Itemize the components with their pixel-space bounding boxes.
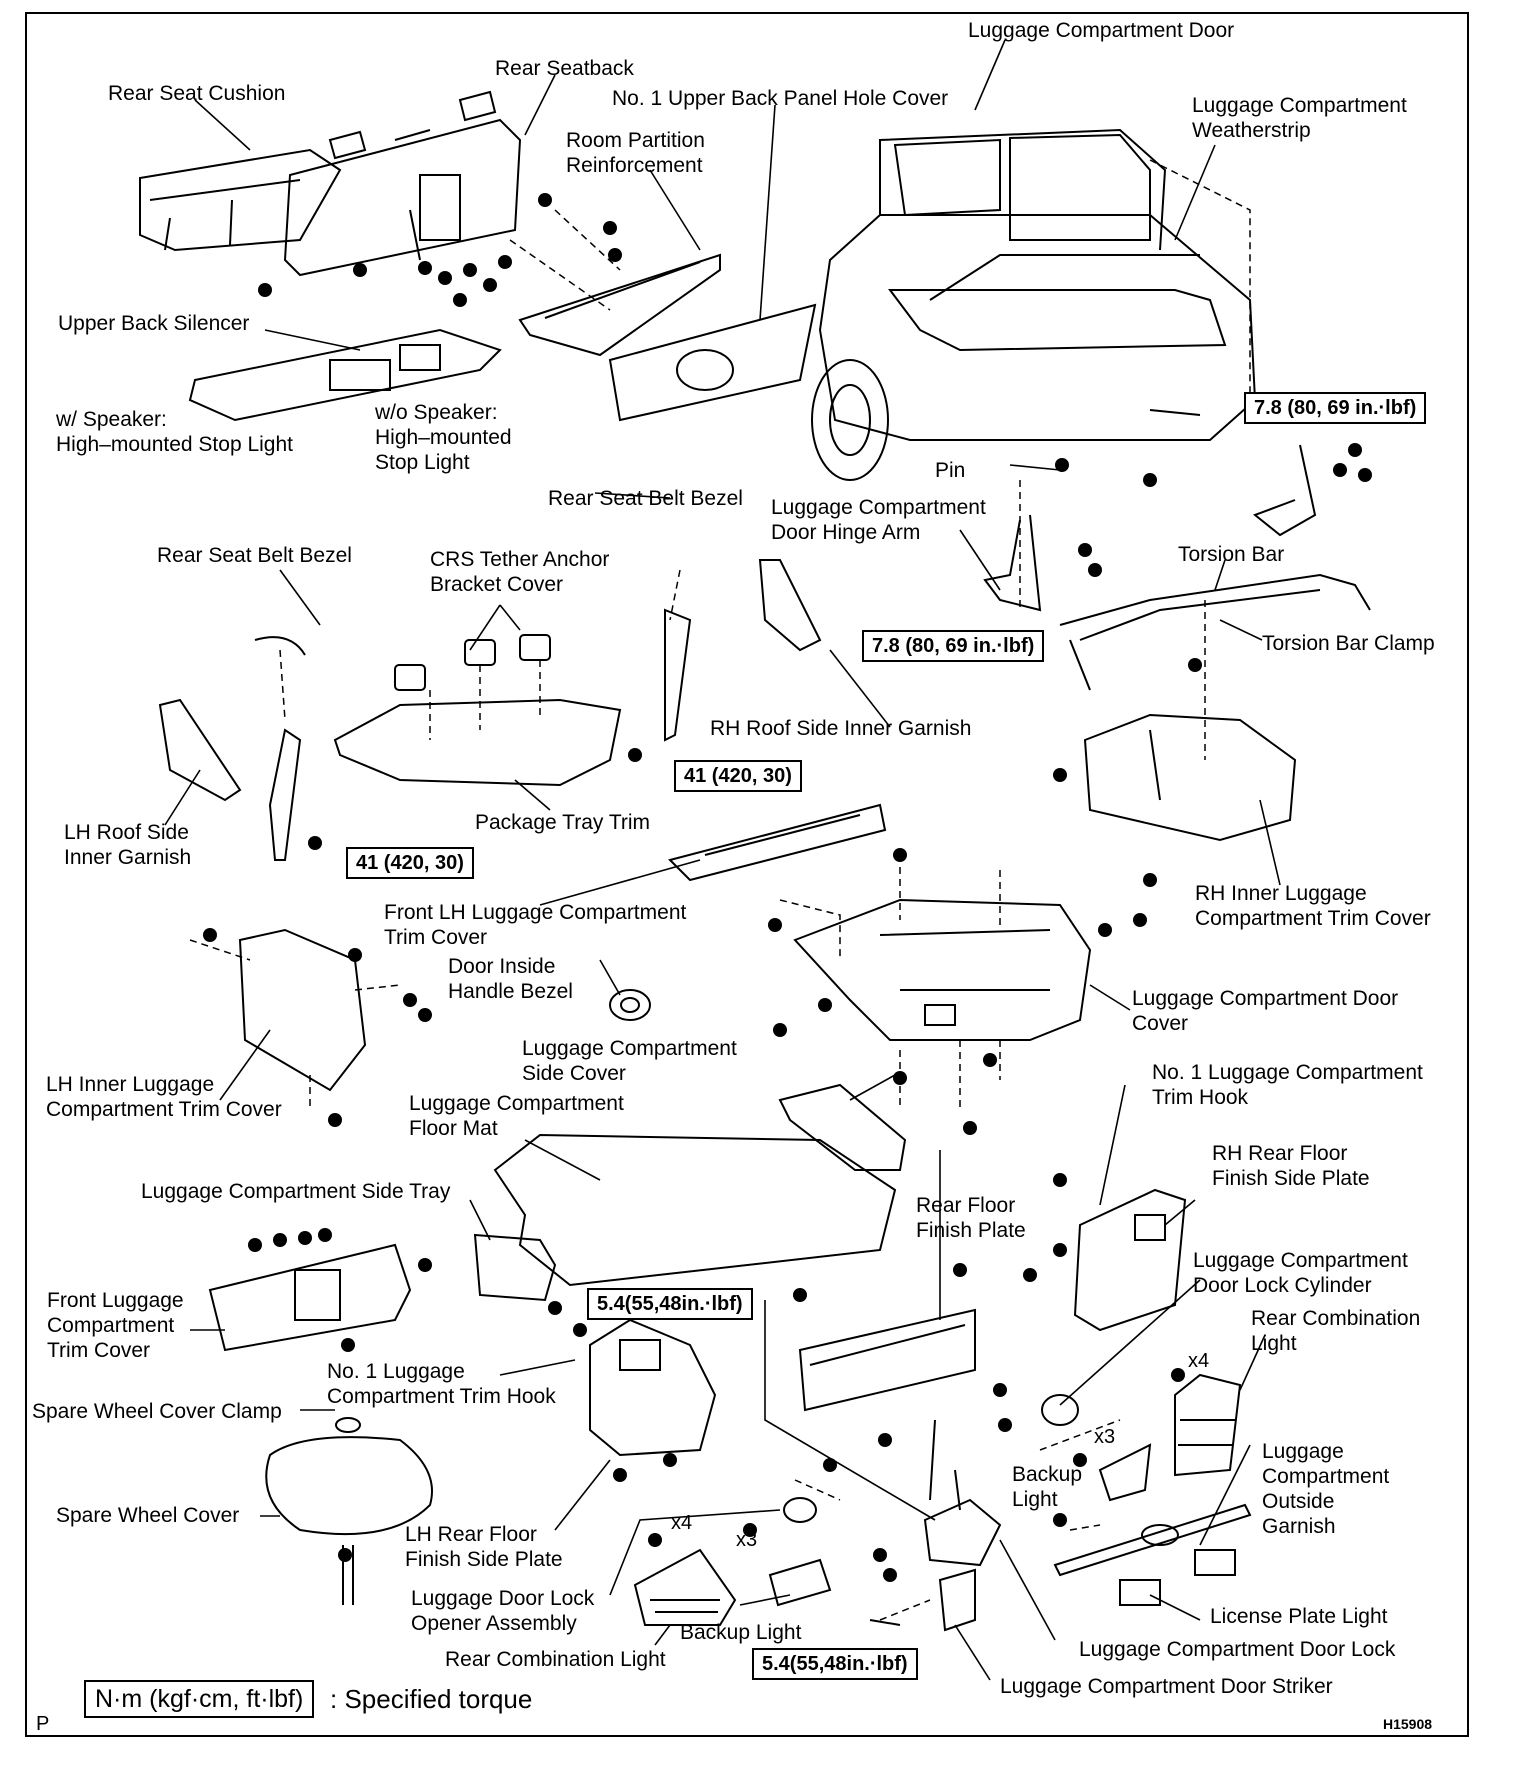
room-partition-drawing — [518, 253, 721, 357]
rear-seat-cushion-drawing — [139, 148, 342, 252]
lh-roof-garnish-drawing — [158, 698, 242, 802]
label-pin: Pin — [935, 459, 966, 482]
label-backup-light-r: Backup Light — [1012, 1463, 1083, 1511]
label-backup-light-l: Backup Light — [680, 1621, 802, 1644]
leader-lines — [164, 39, 1281, 1681]
spare-wheel-cover-drawing — [265, 1417, 433, 1605]
legend-text: : Specified torque — [330, 1684, 533, 1714]
backup-light-l-drawing — [768, 1558, 832, 1607]
door-lock-drawing — [923, 1419, 1002, 1567]
label-opener-assembly: Luggage Door Lock Opener Assembly — [411, 1587, 595, 1635]
label-rh-rear-floor-plate: RH Rear Floor Finish Side Plate — [1212, 1142, 1370, 1190]
multiplier-x3-right: x3 — [1094, 1426, 1116, 1448]
upper-back-silencer-drawing — [188, 328, 502, 422]
label-rh-inner-trim: RH Inner Luggage Compartment Trim Cover — [1195, 882, 1431, 930]
label-upper-back-silencer: Upper Back Silencer — [58, 312, 250, 335]
label-rear-combo-light-l: Rear Combination Light — [445, 1648, 666, 1671]
side-tray-drawing — [473, 1233, 557, 1302]
label-rear-belt-bezel-1: Rear Seat Belt Bezel — [548, 487, 743, 510]
label-rear-floor-plate: Rear Floor Finish Plate — [916, 1194, 1026, 1242]
torque-box-belt-l: 41 (420, 30) — [346, 847, 474, 879]
label-door-lock: Luggage Compartment Door Lock — [1079, 1638, 1396, 1661]
rear-combo-light-l-drawing — [633, 1548, 737, 1626]
side-cover-drawing — [778, 1083, 907, 1171]
label-lh-inner-trim: LH Inner Luggage Compartment Trim Cover — [46, 1073, 282, 1121]
door-striker-drawing — [869, 1568, 976, 1632]
label-hinge-arm: Luggage Compartment Door Hinge Arm — [771, 496, 986, 544]
hole-cover-panel-drawing — [608, 303, 817, 422]
torque-box-belt-r: 41 (420, 30) — [674, 760, 802, 792]
label-floor-mat: Luggage Compartment Floor Mat — [409, 1092, 624, 1140]
label-lh-roof-garnish: LH Roof Side Inner Garnish — [64, 821, 192, 869]
label-rh-roof-garnish: RH Roof Side Inner Garnish — [710, 717, 972, 740]
lock-cylinder-drawing — [1041, 1394, 1079, 1426]
torque-box-top-right: 7.8 (80, 69 in.·lbf) — [1244, 392, 1427, 424]
label-side-cover: Luggage Compartment Side Cover — [522, 1037, 737, 1085]
backup-light-r-drawing — [1098, 1443, 1152, 1502]
label-luggage-door: Luggage Compartment Door — [968, 19, 1235, 42]
label-door-striker: Luggage Compartment Door Striker — [1000, 1675, 1333, 1698]
diagram-frame — [25, 12, 1469, 1737]
rear-floor-plate-drawing — [798, 1308, 976, 1412]
corner-p-mark: P — [36, 1713, 50, 1735]
torsion-bar-drawing — [1059, 573, 1371, 691]
label-rear-seat-cushion: Rear Seat Cushion — [108, 82, 286, 105]
label-trim-hook-rh: No. 1 Luggage Compartment Trim Hook — [1152, 1061, 1423, 1109]
label-side-tray: Luggage Compartment Side Tray — [141, 1180, 451, 1203]
legend-torque-box: N·m (kgf·cm, ft·lbf) — [84, 1680, 315, 1718]
label-crs-cover: CRS Tether Anchor Bracket Cover — [430, 548, 610, 596]
label-spare-cover: Spare Wheel Cover — [56, 1504, 240, 1527]
fastener-icons — [203, 193, 1372, 1582]
label-wo-speaker-stop-light: w/o Speaker: High–mounted Stop Light — [375, 401, 512, 474]
multiplier-x4-right: x4 — [1188, 1350, 1210, 1372]
label-outside-garnish: Luggage Compartment Outside Garnish — [1262, 1440, 1390, 1538]
door-handle-bezel-drawing — [609, 989, 651, 1021]
rh-roof-garnish-drawing — [758, 559, 822, 652]
dashed-alignment-lines — [189, 159, 1251, 1621]
rh-inner-trim-drawing — [1083, 713, 1297, 842]
label-package-tray: Package Tray Trim — [475, 811, 651, 834]
label-trim-hook-lh: No. 1 Luggage Compartment Trim Hook — [327, 1360, 556, 1408]
front-lh-trim-drawing — [668, 803, 887, 882]
label-lock-cylinder: Luggage Compartment Door Lock Cylinder — [1193, 1249, 1408, 1297]
label-lh-rear-floor-plate: LH Rear Floor Finish Side Plate — [405, 1523, 563, 1571]
rear-combo-light-r-drawing — [1174, 1373, 1242, 1477]
torque-box-lock: 5.4(55,48in.·lbf) — [752, 1648, 918, 1680]
lh-inner-trim-drawing — [238, 928, 367, 1092]
door-cover-drawing — [793, 898, 1092, 1041]
label-weatherstrip: Luggage Compartment Weatherstrip — [1192, 94, 1407, 142]
label-front-lh-trim: Front LH Luggage Compartment Trim Cover — [384, 901, 687, 949]
label-room-partition: Room Partition Reinforcement — [566, 129, 705, 177]
package-tray-drawing — [333, 634, 622, 787]
label-license-light: License Plate Light — [1210, 1605, 1388, 1628]
front-trim-drawing — [208, 1243, 412, 1352]
license-light-drawing — [1119, 1549, 1236, 1606]
torque-box-hinge: 7.8 (80, 69 in.·lbf) — [862, 630, 1045, 662]
multiplier-x4-left: x4 — [671, 1512, 693, 1534]
label-torsion-bar-clamp: Torsion Bar Clamp — [1262, 632, 1435, 655]
rh-rear-floor-plate-drawing — [1073, 1188, 1187, 1332]
opener-assembly-drawing — [783, 1497, 817, 1523]
floor-mat-drawing — [493, 1133, 897, 1287]
hinge-arm-drawing — [983, 444, 1317, 612]
seat-belt-drawing — [254, 608, 692, 861]
outside-garnish-drawing — [1053, 1503, 1252, 1577]
label-front-trim: Front Luggage Compartment Trim Cover — [47, 1289, 184, 1362]
label-rear-combo-light-r: Rear Combination Light — [1251, 1307, 1421, 1355]
torque-box-side-plate: 5.4(55,48in.·lbf) — [587, 1288, 753, 1320]
label-door-cover: Luggage Compartment Door Cover — [1132, 987, 1399, 1035]
label-spare-clamp: Spare Wheel Cover Clamp — [32, 1400, 282, 1423]
label-upper-back-hole-cover: No. 1 Upper Back Panel Hole Cover — [612, 87, 949, 110]
label-rear-seatback: Rear Seatback — [495, 57, 634, 80]
lh-rear-floor-plate-drawing — [589, 1318, 717, 1457]
rear-seatback-drawing — [283, 90, 522, 277]
label-torsion-bar: Torsion Bar — [1178, 543, 1285, 566]
label-rear-belt-bezel-2: Rear Seat Belt Bezel — [157, 544, 352, 567]
label-door-handle-bezel: Door Inside Handle Bezel — [448, 955, 573, 1003]
car-body-drawing — [811, 128, 1257, 481]
figure-id: H15908 — [1383, 1716, 1433, 1732]
label-w-speaker-stop-light: w/ Speaker: High–mounted Stop Light — [56, 408, 293, 456]
multiplier-x3-left: x3 — [736, 1529, 758, 1551]
